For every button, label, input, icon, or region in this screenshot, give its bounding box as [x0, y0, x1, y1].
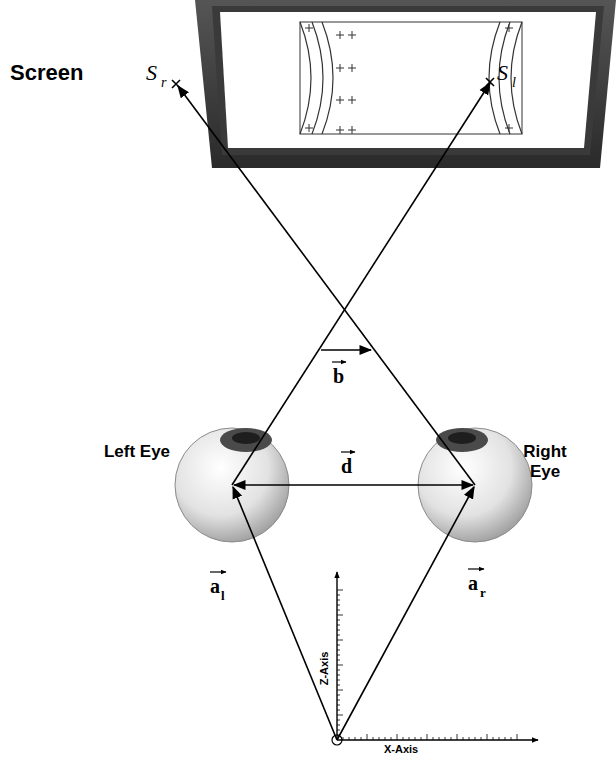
vector-d: [234, 484, 473, 486]
vector-subscript: l: [221, 589, 225, 602]
vector-label: b: [333, 366, 344, 386]
cross-mark: [172, 80, 180, 88]
screen-label: Screen: [10, 62, 83, 84]
cross-mark: [486, 78, 494, 86]
vector-accent: [468, 568, 484, 569]
gaze-line: [178, 86, 475, 485]
vector-label: a: [468, 573, 478, 593]
point-symbol: S: [146, 62, 157, 84]
point-subscript: r: [161, 76, 166, 90]
eye-label: Right Eye: [510, 442, 580, 481]
vector-accent: [341, 451, 355, 452]
vector-label: a: [210, 576, 220, 596]
vector-ar: [337, 487, 474, 740]
vector-accent: [210, 571, 226, 572]
vector-b: [321, 349, 371, 351]
eye-label: Left Eye: [102, 442, 172, 462]
vector-al: [233, 487, 337, 740]
vector-label: d: [341, 456, 352, 476]
monitor: [195, 0, 616, 168]
point-subscript: l: [512, 76, 516, 90]
axes: [332, 572, 538, 745]
vector-accent: [332, 361, 346, 362]
point-symbol: S: [497, 62, 508, 84]
gaze-line: [232, 83, 490, 485]
axis-label: Z-Axis: [320, 651, 331, 685]
vector-subscript: r: [480, 586, 486, 599]
axis-label: X-Axis: [384, 744, 418, 755]
